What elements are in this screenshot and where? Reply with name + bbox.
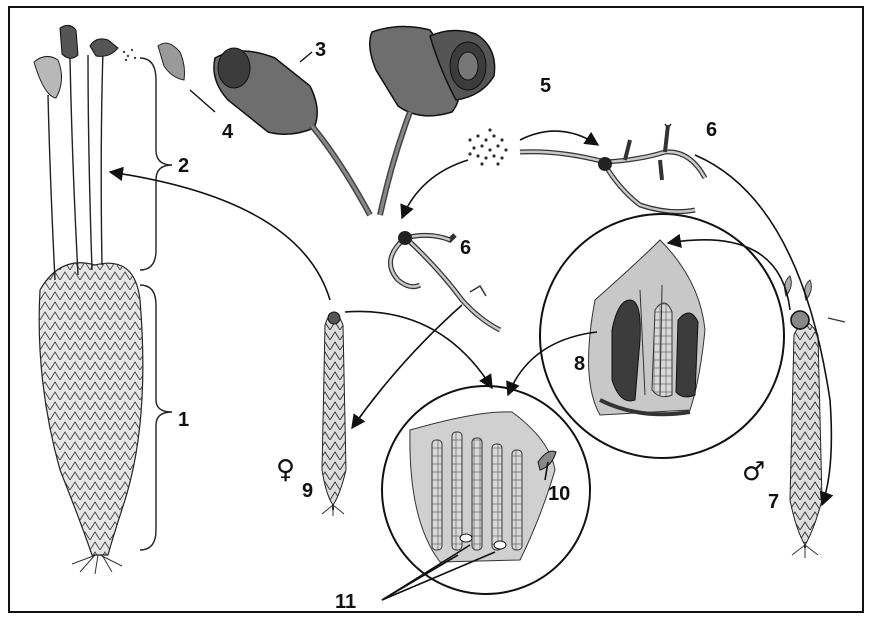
label-4: 4 (222, 121, 234, 143)
leader-3 (300, 52, 312, 62)
enlarged-capsules (214, 26, 495, 215)
label-10: 10 (548, 483, 570, 505)
label-6-right: 6 (706, 119, 717, 141)
label-8: 8 (574, 353, 585, 375)
label-1: 1 (178, 409, 189, 431)
label-9: 9 (302, 480, 313, 502)
label-6-center: 6 (460, 237, 471, 259)
male-symbol: ♂ (742, 457, 765, 487)
label-7: 7 (768, 491, 779, 513)
sporophyte-brace (140, 58, 172, 270)
label-5: 5 (540, 75, 551, 97)
label-11: 11 (335, 591, 356, 613)
gametophyte-brace (140, 285, 172, 550)
calyptra (158, 43, 185, 80)
leader-4 (190, 90, 215, 112)
female-symbol: ♀ (276, 455, 295, 485)
label-3: 3 (315, 39, 326, 61)
spores (468, 128, 507, 165)
protonema-right (520, 124, 705, 212)
label-2: 2 (178, 155, 189, 177)
adult-moss-plant (34, 25, 143, 574)
female-shoot (322, 312, 346, 516)
protonema-center (390, 231, 500, 330)
